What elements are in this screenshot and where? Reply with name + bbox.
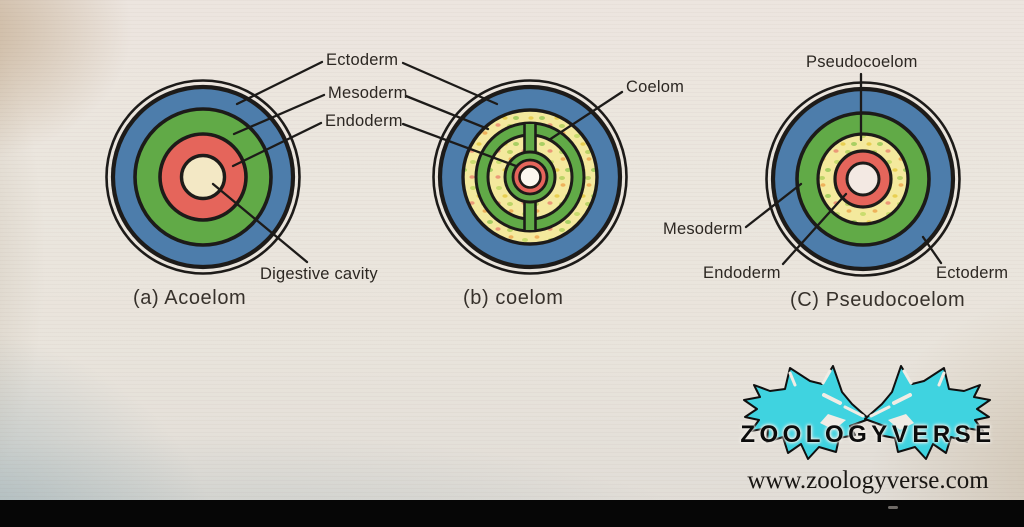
label-mesoderm-c: Mesoderm	[663, 220, 743, 238]
ectoderm-leader-b	[401, 61, 499, 106]
leader-lines	[211, 60, 943, 266]
wolf-right-muzzle-accent	[869, 405, 891, 418]
label-coelom: Coelom	[626, 78, 685, 96]
zoologyverse-logo	[743, 365, 991, 460]
ectoderm-leader-c	[921, 235, 943, 265]
c-gut-lumen	[845, 161, 881, 197]
wolf-right-eye	[892, 393, 912, 405]
coelom-leader	[547, 90, 624, 142]
endoderm-leader-c	[781, 192, 848, 266]
label-endoderm-ab: Endoderm	[325, 112, 403, 130]
caption-pseudocoelom: (C) Pseudocoelom	[790, 289, 966, 311]
a-outer-ring	[105, 79, 301, 275]
wolf-left-muzzle-accent	[843, 405, 865, 418]
label-ectoderm-c: Ectoderm	[936, 264, 1009, 282]
wolf-left-ear-accent-1	[788, 371, 797, 387]
label-endoderm-c: Endoderm	[703, 264, 781, 282]
label-digestive-cavity: Digestive cavity	[260, 265, 378, 283]
b-bottom-spoke	[524, 196, 536, 230]
mesoderm-leader-b	[404, 94, 490, 131]
wolf-right-ear-accent-2	[902, 369, 913, 385]
wolf-right-ear-accent-1	[937, 371, 946, 387]
logo-wordmark: ZOOLOGYVERSE	[740, 421, 996, 448]
endoderm-leader-b	[401, 122, 518, 168]
mesoderm-leader-a	[232, 93, 326, 136]
letterbox-mark	[888, 506, 898, 509]
b-outer-ring	[432, 79, 628, 275]
wolf-left-cheek-accent	[820, 414, 846, 430]
diagram-a	[105, 79, 301, 275]
ectoderm-leader-a	[235, 60, 324, 106]
wolf-left-ear-accent-2	[821, 369, 832, 385]
c-outer-ring	[765, 81, 961, 277]
label-pseudocoelom: Pseudocoelom	[806, 53, 918, 71]
caption-acoelom: (a) Acoelom	[133, 287, 247, 309]
b-gut-lumen	[518, 165, 542, 189]
b-top-spoke	[524, 124, 536, 158]
wolf-head-left-icon	[743, 365, 870, 460]
endoderm-leader-a	[231, 121, 323, 168]
wolf-head-right-icon	[864, 365, 991, 460]
label-mesoderm-ab: Mesoderm	[328, 84, 408, 102]
a-digestive-cavity	[179, 153, 227, 201]
mesoderm-leader-c	[744, 182, 803, 229]
wolf-right-cheek-accent	[888, 414, 914, 430]
website-url: www.zoologyverse.com	[747, 467, 989, 494]
diagram-b	[432, 79, 628, 275]
caption-coelom: (b) coelom	[463, 287, 564, 309]
digestive-cavity-leader	[211, 182, 309, 264]
letterbox-bar	[0, 500, 1024, 527]
wolf-left-eye	[822, 393, 842, 405]
label-ectoderm-ab: Ectoderm	[326, 51, 399, 69]
